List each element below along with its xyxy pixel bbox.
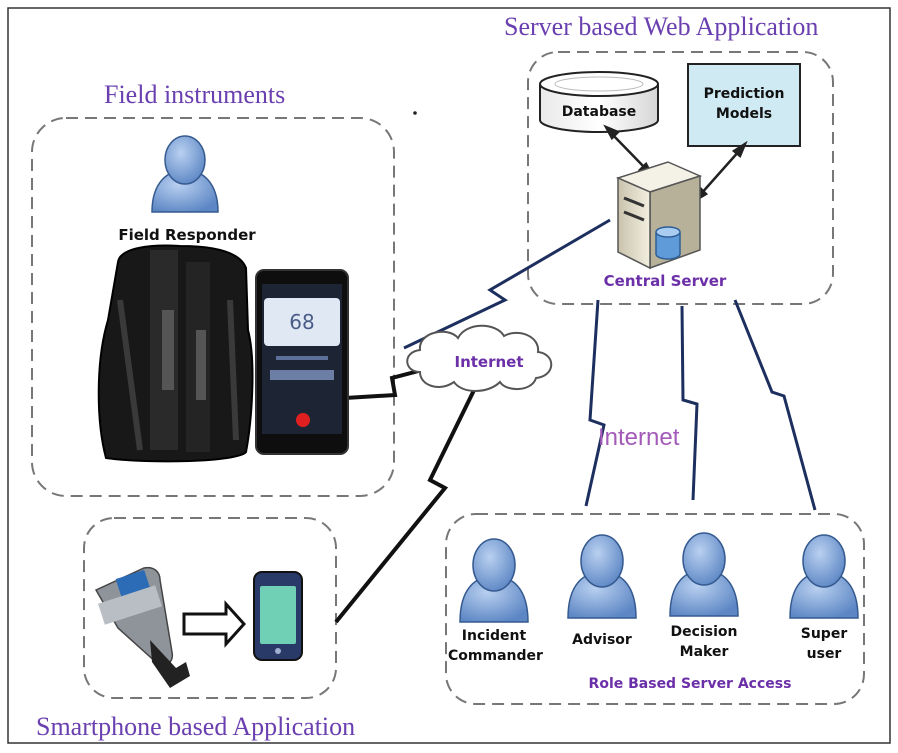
central-server-label: Central Server [603, 272, 727, 290]
prediction-models-box [687, 63, 801, 147]
super-user-icon [789, 534, 859, 619]
role-access-footer: Role Based Server Access [588, 676, 792, 692]
handheld-detector-image [94, 566, 190, 688]
link-backpack-cloud [344, 366, 431, 400]
internet-cloud-label: Internet [454, 353, 524, 371]
super-label-line1: Super [800, 626, 848, 642]
transfer-arrow-icon [182, 600, 247, 648]
link-server-advisor [584, 299, 606, 507]
server-app-title: Server based Web Application [504, 12, 819, 41]
field-phone-image [255, 269, 349, 455]
internet-label: Internet [598, 424, 680, 451]
internet-cloud [406, 324, 553, 392]
models-server-arrow [693, 140, 748, 203]
db-server-arrow [603, 124, 655, 178]
field-instruments-box [31, 117, 395, 497]
central-server-icon [615, 161, 703, 270]
phone-reading: 68 [289, 310, 315, 334]
advisor-icon [567, 534, 637, 619]
incident-label-line1: Incident [461, 628, 527, 644]
role-access-box [445, 513, 865, 705]
link-phone-cloud [334, 381, 480, 624]
smartphone-app-box [83, 517, 337, 699]
link-server-superuser [733, 299, 817, 511]
database-icon [539, 71, 659, 133]
frame-border [7, 7, 891, 744]
backpack-image [97, 244, 254, 463]
incident-commander-icon [459, 538, 529, 623]
field-responder-icon [151, 135, 219, 213]
link-server-decision [680, 305, 699, 501]
prediction-label-line1: Prediction [703, 86, 785, 102]
server-app-box [527, 51, 834, 305]
decision-maker-icon [669, 532, 739, 617]
incident-label-line2: Commander [448, 648, 543, 664]
smartphone-app-title: Smartphone based Application [36, 712, 356, 741]
decision-label-line2: Maker [679, 644, 729, 660]
decision-label-line1: Decision [670, 624, 738, 640]
link-server-cloud [403, 218, 611, 350]
field-responder-label: Field Responder [118, 226, 256, 244]
stray-dot [413, 111, 417, 115]
smartphone-icon [253, 571, 303, 661]
prediction-label-line2: Models [715, 106, 773, 122]
advisor-label: Advisor [572, 632, 632, 648]
field-instruments-title: Field instruments [104, 80, 286, 109]
database-label: Database [561, 104, 637, 120]
super-label-line2: user [806, 646, 842, 662]
